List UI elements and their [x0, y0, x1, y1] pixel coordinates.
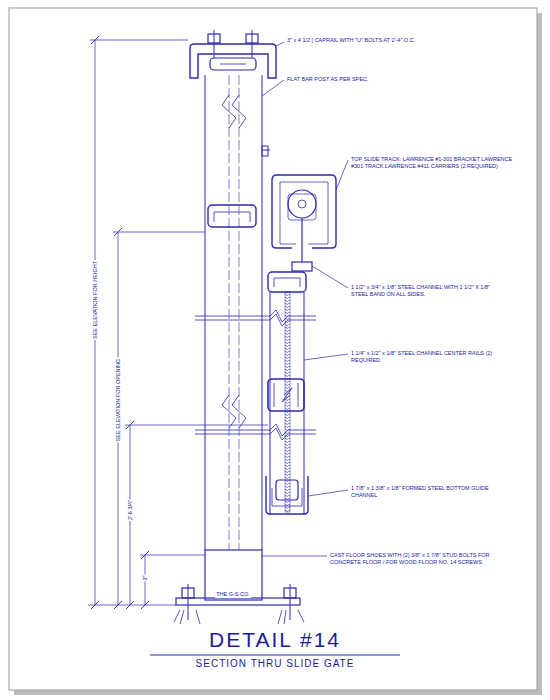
detail-caption: SECTION THRU SLIDE GATE — [0, 658, 550, 669]
callout-note: FLAT BAR POST AS PER SPEC. — [286, 76, 370, 83]
dimension-text: 3" — [142, 574, 149, 581]
maker-mark: THE G-S CO. — [215, 591, 251, 598]
dimension-text: SEE ELEVATION FOR OPENING — [115, 358, 122, 443]
callout-note: CAST FLOOR SHOES WITH (2) 3/8" x 1 7/8" … — [329, 552, 501, 566]
callout-note: 1 7/8" x 1 3/8" x 1/8" FORMED STEEL BOTT… — [350, 485, 492, 499]
callout-note: 1 1/4" x 1/2" x 1/8" STEEL CHANNEL CENTE… — [350, 350, 502, 364]
callout-note: 1 1/2" x 3/4" x 1/8" STEEL CHANNEL WITH … — [350, 284, 502, 298]
callout-note: TOP SLIDE TRACK: LAWRENCE #1-301 BRACKET… — [350, 156, 517, 170]
dimension-text: SEE ELEVATION FOR HEIGHT — [92, 260, 99, 340]
callout-note: 3" x 4 1/2 [ CAPRAIL WITH "U" BOLTS AT 2… — [286, 37, 438, 44]
dimension-text: 2'-6 3/4" — [127, 499, 134, 521]
detail-title: DETAIL #14 — [0, 628, 550, 652]
